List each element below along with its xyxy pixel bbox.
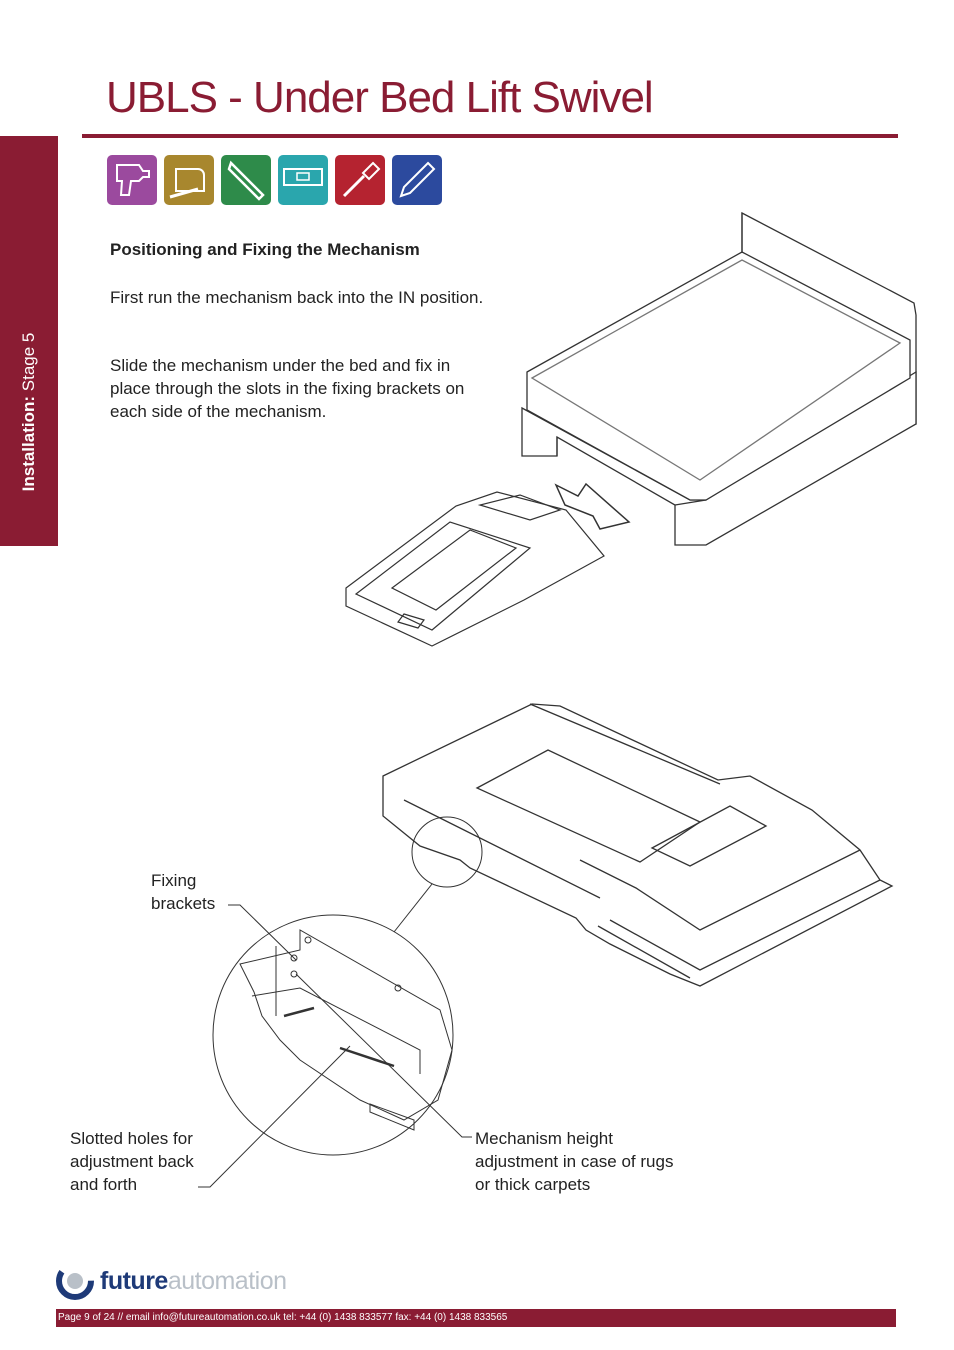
page-title: UBLS - Under Bed Lift Swivel <box>106 73 654 122</box>
section-heading: Positioning and Fixing the Mechanism <box>110 240 420 259</box>
spirit-level-icon <box>278 155 328 205</box>
mechanism-small <box>345 491 605 647</box>
tape-measure-icon <box>164 155 214 205</box>
side-tab: Installation: Stage 5 <box>0 136 58 546</box>
drill-icon <box>107 155 157 205</box>
page-footer: Page 9 of 24 // email info@futureautomat… <box>56 1309 896 1327</box>
screwdriver-icon <box>335 155 385 205</box>
logo-part-automation: automation <box>167 1266 287 1295</box>
callout-height-adjustment: Mechanism height adjustment in case of r… <box>475 1129 674 1194</box>
swirl-logo-icon <box>56 1262 94 1300</box>
bed-drawing <box>521 211 917 546</box>
callout-leaders <box>198 904 472 1188</box>
title-rule <box>82 134 898 138</box>
callout-fixing-brackets: Fixing brackets <box>151 871 216 913</box>
direction-arrow <box>554 482 631 530</box>
detail-magnifier <box>212 816 483 1156</box>
instruction-paragraph-1: First run the mechanism back into the IN… <box>110 288 484 307</box>
mechanism-large <box>382 703 894 987</box>
company-logo: futureautomation <box>56 1262 287 1300</box>
tool-icons <box>107 155 442 205</box>
callout-slotted-holes: Slotted holes for adjustment back and fo… <box>70 1129 194 1194</box>
logo-part-future: future <box>100 1266 168 1295</box>
instruction-paragraph-2: Slide the mechanism under the bed and fi… <box>110 356 465 421</box>
logo-wordmark: futureautomation <box>100 1267 287 1296</box>
allen-key-icon <box>221 155 271 205</box>
pencil-icon <box>392 155 442 205</box>
